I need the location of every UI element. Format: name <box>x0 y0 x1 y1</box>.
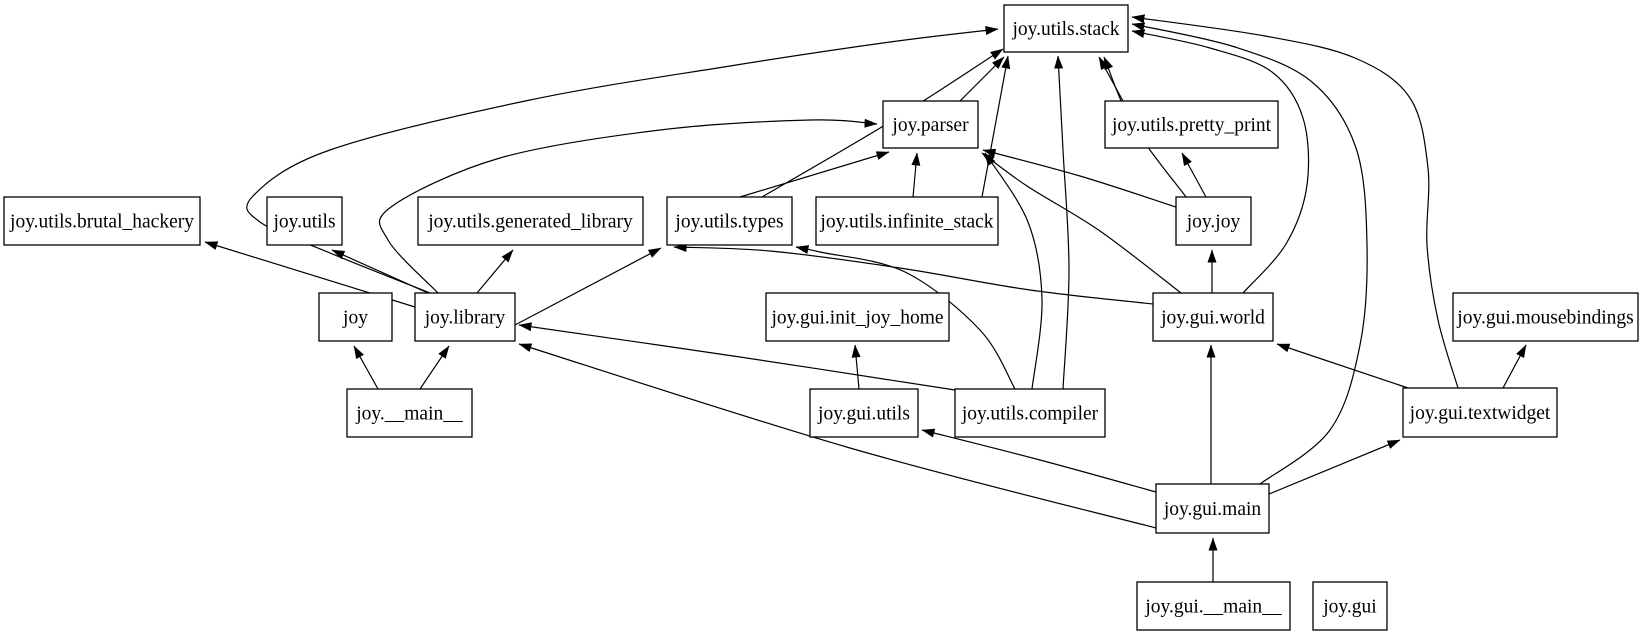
node-box <box>809 388 919 438</box>
node-joy.gui.init_joy_home: joy.gui.init_joy_home <box>765 292 950 342</box>
node-label: joy.gui.init_joy_home <box>770 308 943 329</box>
node-label: joy.joy <box>1186 212 1241 233</box>
node-joy.utils.pretty_print: joy.utils.pretty_print <box>1104 100 1279 149</box>
node-joy.joy: joy.joy <box>1175 196 1252 246</box>
node-box <box>815 196 999 246</box>
node-joy.parser: joy.parser <box>882 100 979 149</box>
node-label: joy.utils.pretty_print <box>1111 115 1272 136</box>
edge-joy.gui.world-to-joy.parser <box>981 152 1182 294</box>
node-joy.gui.world: joy.gui.world <box>1152 292 1274 342</box>
node-box <box>414 292 516 342</box>
edge-joy.utils.compiler-to-joy.utils.types <box>795 245 1016 390</box>
node-joy.gui.textwidget: joy.gui.textwidget <box>1402 387 1558 438</box>
node-label: joy.utils <box>272 212 335 233</box>
edge-joy.utils.compiler-to-joy.parser <box>984 152 1043 390</box>
node-label: joy.library <box>424 308 506 329</box>
node-box <box>1175 196 1252 246</box>
edge-joy.utils.pretty_print-to-joy.utils.stack <box>1098 56 1124 102</box>
node-label: joy.utils.brutal_hackery <box>9 212 194 233</box>
node-box <box>318 292 393 342</box>
edge-joy.library-to-joy.utils.generated_library <box>476 249 514 294</box>
node-box <box>882 100 979 149</box>
node-joy.gui.__main__: joy.gui.__main__ <box>1136 581 1291 631</box>
edge-joy.gui.main-to-joy.utils.stack <box>1131 22 1368 485</box>
node-label: joy.gui.utils <box>817 404 910 425</box>
node-joy.utils: joy.utils <box>266 196 343 246</box>
node-box <box>1104 100 1279 149</box>
node-joy.__main__: joy.__main__ <box>346 388 473 438</box>
node-label: joy.utils.generated_library <box>427 212 633 233</box>
node-box <box>1312 581 1388 631</box>
node-joy.utils.stack: joy.utils.stack <box>1003 4 1129 53</box>
node-label: joy.utils.types <box>674 212 783 233</box>
edge-joy.utils.infinite_stack-to-joy.utils.stack <box>981 55 1011 198</box>
node-box <box>1003 4 1129 53</box>
edge-joy.gui.textwidget-to-joy.gui.world <box>1276 343 1409 389</box>
node-box <box>417 196 644 246</box>
node-label: joy.__main__ <box>355 404 463 425</box>
node-joy: joy <box>318 292 393 342</box>
edge-joy.parser-to-joy.utils.stack <box>959 56 1005 102</box>
edge-joy.__main__-to-joy <box>353 345 379 390</box>
node-joy.utils.infinite_stack: joy.utils.infinite_stack <box>815 196 999 246</box>
edge-joy.gui.main-to-joy.gui.utils <box>921 428 1157 493</box>
node-box <box>3 196 201 246</box>
node-joy.utils.brutal_hackery: joy.utils.brutal_hackery <box>3 196 201 246</box>
edge-joy.gui.textwidget-to-joy.gui.mousebindings <box>1502 344 1527 389</box>
node-box <box>1452 292 1639 342</box>
edge-joy.library-to-joy.utils.stack <box>246 26 999 294</box>
node-label: joy.utils.stack <box>1011 19 1119 40</box>
edge-joy.utils.infinite_stack-to-joy.parser <box>911 152 921 198</box>
node-joy.gui: joy.gui <box>1312 581 1388 631</box>
edge-joy.gui.world-to-joy.utils.types <box>673 243 1154 305</box>
node-label: joy.gui.main <box>1163 499 1262 520</box>
edge-joy.gui.utils-to-joy.gui.init_joy_home <box>851 344 861 390</box>
edge-joy.library-to-joy.parser <box>378 118 878 294</box>
node-joy.library: joy.library <box>414 292 516 342</box>
node-box <box>666 196 793 246</box>
node-box <box>765 292 950 342</box>
edge-joy.gui.main-to-joy.gui.textwidget <box>1268 439 1401 495</box>
node-joy.utils.types: joy.utils.types <box>666 196 793 246</box>
node-joy.gui.mousebindings: joy.gui.mousebindings <box>1452 292 1639 342</box>
node-box <box>954 388 1106 438</box>
edge-joy.library-to-joy.utils.types <box>514 247 662 326</box>
edge-joy.utils.types-to-joy.parser <box>739 151 890 198</box>
node-label: joy.utils.infinite_stack <box>819 212 993 233</box>
node-label: joy.parser <box>891 115 969 136</box>
node-label: joy.gui.__main__ <box>1144 597 1282 618</box>
node-joy.gui.main: joy.gui.main <box>1155 483 1270 534</box>
node-box <box>1136 581 1291 631</box>
edge-joy.utils.compiler-to-joy.library <box>518 322 956 391</box>
node-joy.utils.compiler: joy.utils.compiler <box>954 388 1106 438</box>
node-box <box>1155 483 1270 534</box>
edge-joy.gui.main-to-joy.library <box>518 343 1157 529</box>
edge-joy.joy-to-joy.utils.pretty_print <box>1181 152 1207 198</box>
node-box <box>1152 292 1274 342</box>
node-box <box>346 388 473 438</box>
edges-layer <box>204 14 1527 582</box>
edge-joy.utils.compiler-to-joy.utils.stack <box>1054 55 1070 390</box>
node-box <box>1402 387 1558 438</box>
edge-joy.__main__-to-joy.library <box>419 345 450 390</box>
node-label: joy.gui.textwidget <box>1409 403 1551 424</box>
node-label: joy <box>342 308 368 329</box>
node-label: joy.gui <box>1322 597 1377 618</box>
edge-joy.gui.world-to-joy.utils.stack <box>1131 29 1310 294</box>
node-joy.utils.generated_library: joy.utils.generated_library <box>417 196 644 246</box>
edge-joy.gui.textwidget-to-joy.utils.stack <box>1131 14 1459 389</box>
node-label: joy.gui.mousebindings <box>1456 308 1633 329</box>
edge-joy.joy-to-joy.parser <box>982 148 1177 208</box>
nodes-layer: joy.utils.stack joy.parser joy.utils.prett… <box>3 4 1639 631</box>
node-label: joy.utils.compiler <box>961 404 1099 425</box>
node-label: joy.gui.world <box>1160 308 1265 329</box>
node-joy.gui.utils: joy.gui.utils <box>809 388 919 438</box>
node-box <box>266 196 343 246</box>
